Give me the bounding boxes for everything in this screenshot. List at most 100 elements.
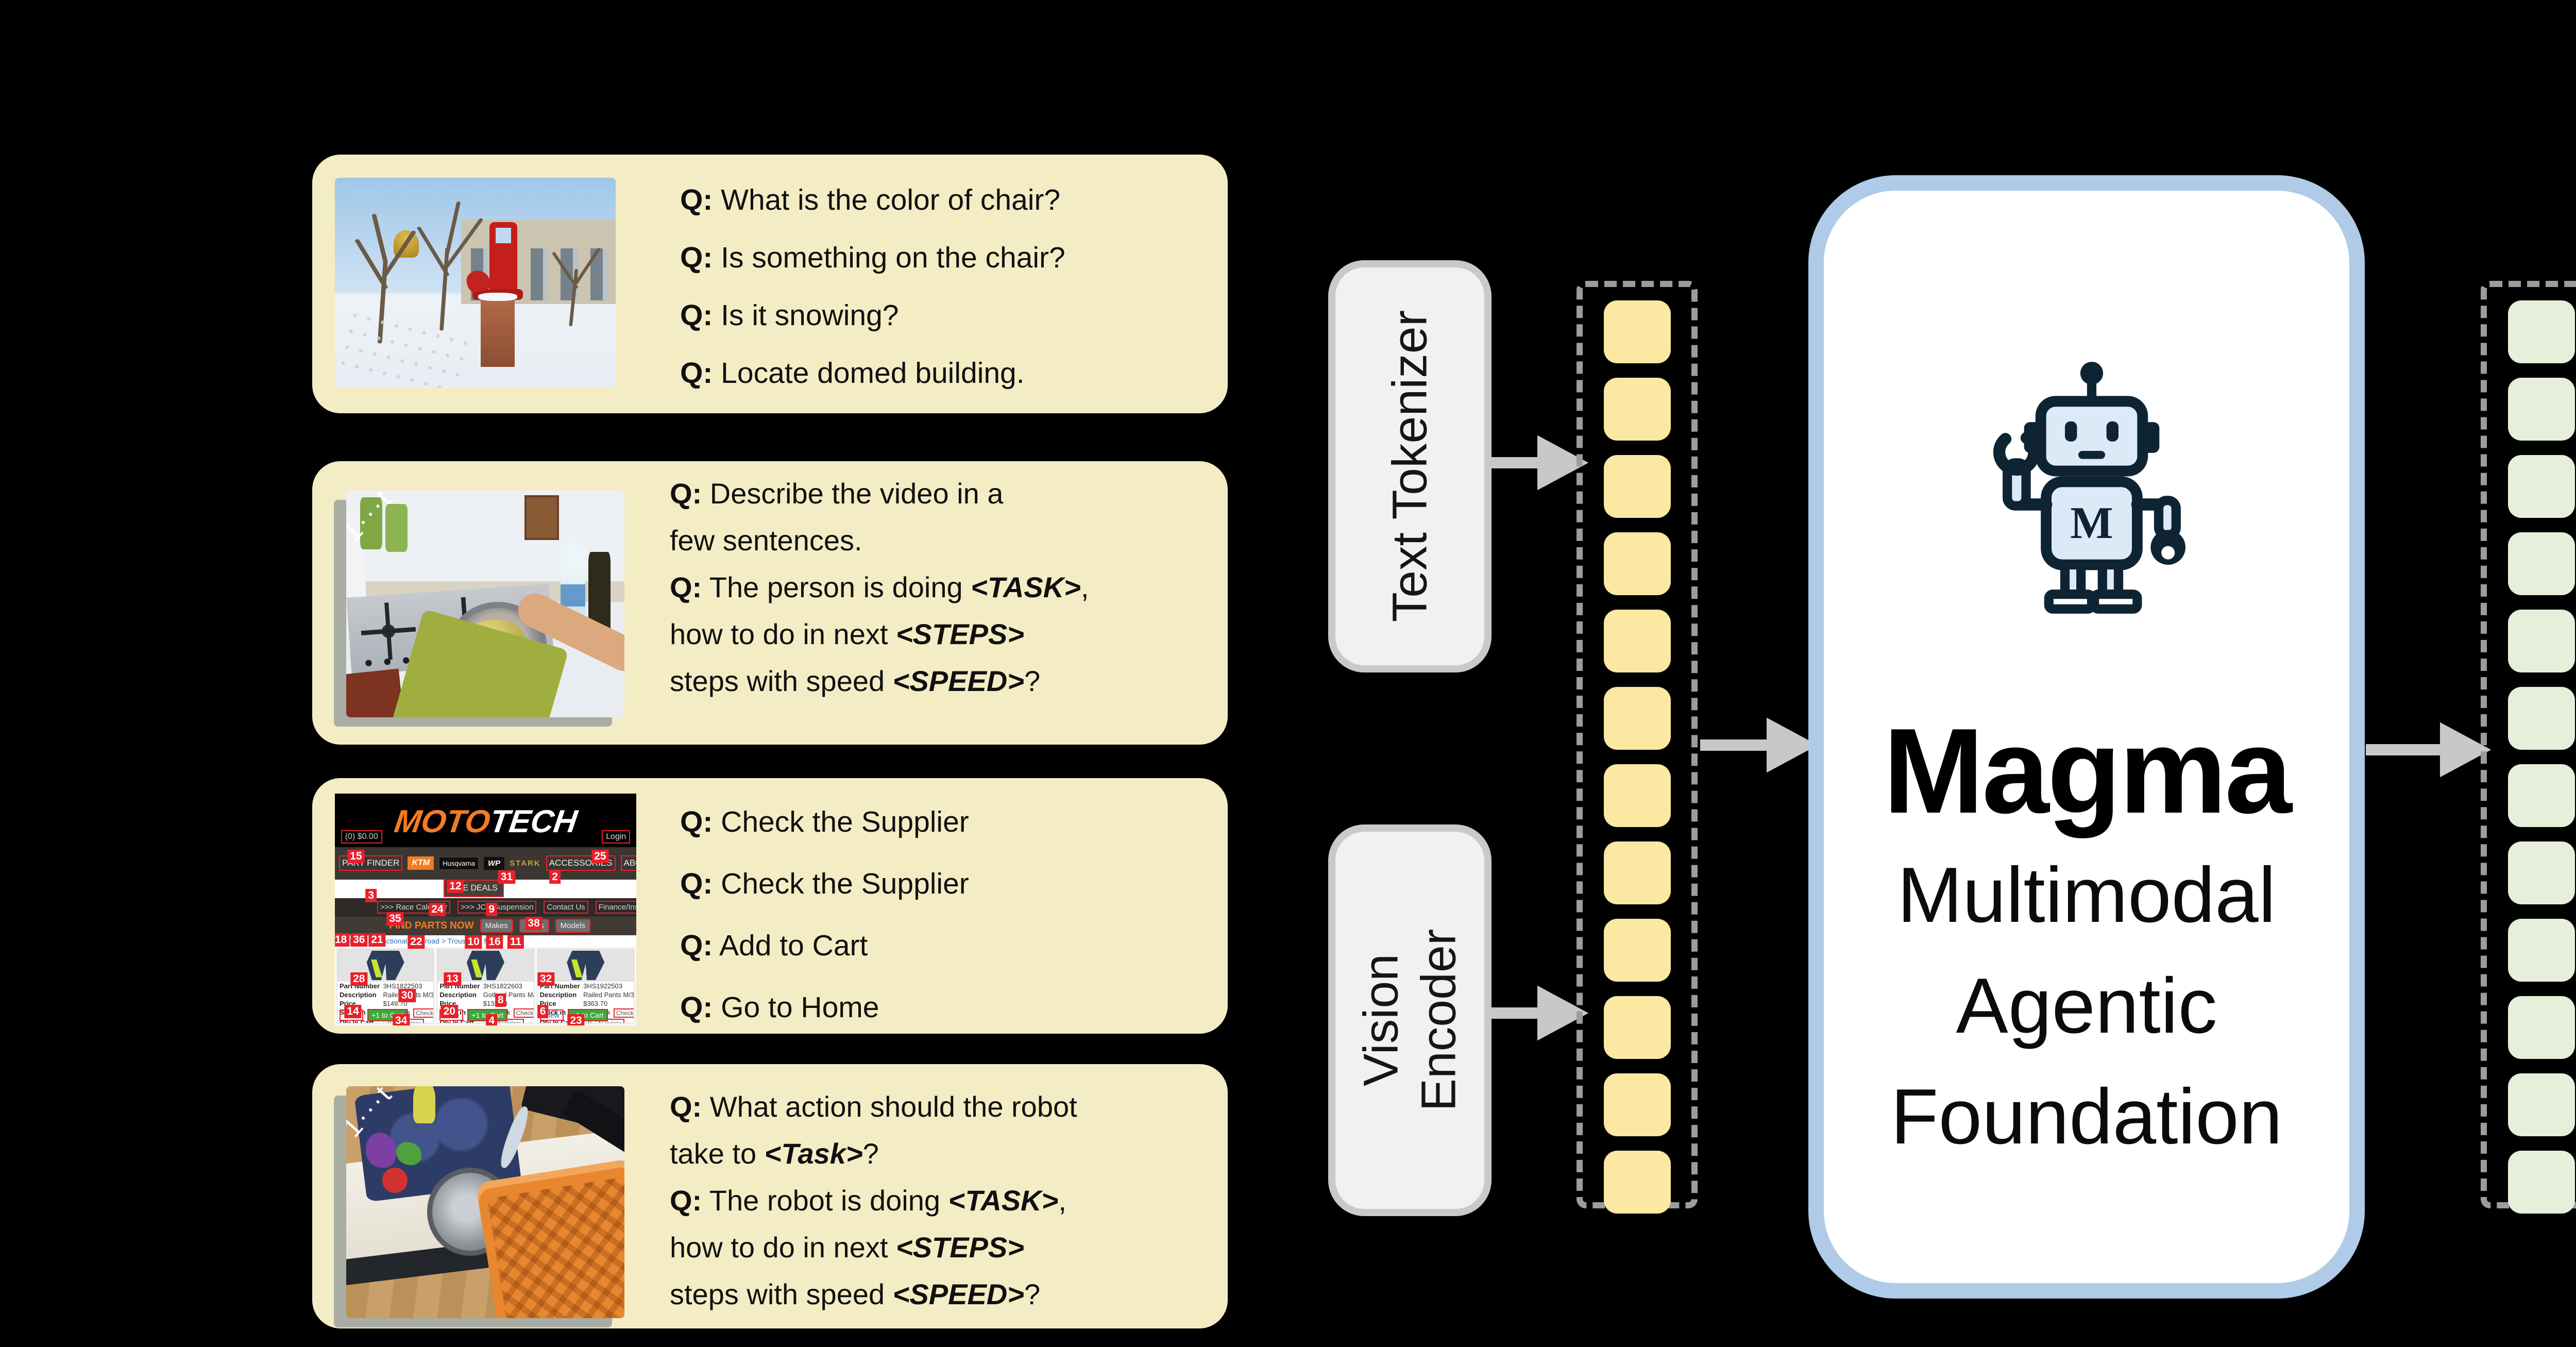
token (1603, 532, 1671, 595)
token (2507, 1151, 2575, 1214)
add-to-cart-button: +1 to Cart (567, 1009, 608, 1021)
token (1603, 996, 1671, 1059)
view-button: View (539, 1009, 564, 1021)
mototech-website-screenshot: MOTOTECH (0) $0.00 Login PART FINDER KTM… (335, 794, 636, 1025)
vision-encoder-box (1328, 824, 1492, 1216)
token (2507, 919, 2575, 982)
logo-moto: MOTO (392, 803, 493, 839)
nav-husqvarna-badge: Husqvarna (439, 856, 479, 870)
check-supplier-button: Check our Supplier (613, 1008, 634, 1018)
text-tokenizer-box (1328, 260, 1492, 672)
token (2507, 764, 2575, 827)
view-button: View (439, 1009, 464, 1021)
token (2507, 610, 2575, 672)
ui-qa-questions: Q: Check the Supplier Q: Check the Suppl… (680, 805, 969, 1024)
find-parts-now-label: FIND PARTS NOW (389, 920, 474, 931)
price-value: $133.90 (483, 999, 507, 1007)
add-to-cart-button: +1 to Cart (367, 1009, 408, 1021)
part-number-label: Part Number (340, 982, 380, 990)
image-qa-questions: Q: What is the color of chair? Q: Is som… (680, 183, 1065, 390)
token (2507, 1073, 2575, 1136)
output-token-column (2481, 281, 2576, 1214)
part-number-value: 3HS1822503 (383, 982, 422, 990)
bike-deals-menu: BIKE DEALS (443, 879, 504, 897)
toy-bottle (413, 1086, 435, 1123)
price-label: Price (539, 999, 556, 1007)
burner-grate (359, 600, 418, 662)
description-label: Description (340, 990, 377, 999)
description-value: Gotland Pants M/32 (483, 990, 534, 999)
green-canister (385, 504, 408, 552)
nav-stark: STARK (510, 858, 541, 868)
makes-dropdown: Makes (480, 919, 513, 933)
view-button: View (340, 1009, 364, 1021)
robot-qa-questions: Q: What action should the robot take to … (670, 1090, 1077, 1310)
part-number-label: Part Number (539, 982, 580, 990)
robot-manipulation-frame: 101572849 1···t (346, 1086, 624, 1318)
token (2507, 532, 2575, 595)
magma-core-box (1808, 175, 2365, 1299)
subnav-jcp-suspension: >>> JCP Suspension (457, 901, 537, 914)
toy-vegetable (396, 1142, 421, 1165)
secondary-nav: >>> Race Calendar >>> JCP Suspension Con… (335, 898, 636, 917)
nav-wp-badge: WP (484, 856, 505, 870)
product-image (437, 949, 534, 982)
check-supplier-button: Check our Supplier (513, 1008, 534, 1018)
subnav-finance: Finance/Insurance (595, 901, 636, 914)
token (1603, 1073, 1671, 1136)
find-parts-bar: FIND PARTS NOW Makes Years Models (335, 916, 636, 935)
wall-art (524, 495, 559, 540)
cart-summary: (0) $0.00 (341, 830, 382, 844)
kitchen-video-frame: 13681410341511112 1···t (346, 491, 624, 717)
token (1603, 300, 1671, 363)
orange-basket (476, 1158, 624, 1318)
input-token-column (1577, 281, 1698, 1214)
main-nav: PART FINDER KTM Husqvarna WP STARK ACCES… (335, 847, 636, 880)
token (1603, 1151, 1671, 1214)
bare-trees (355, 201, 601, 344)
mototech-logo: MOTOTECH (392, 803, 580, 840)
svg-text:M: M (2070, 498, 2113, 548)
token (2507, 378, 2575, 441)
price-label: Price (340, 999, 356, 1007)
token (1603, 455, 1671, 518)
site-header: MOTOTECH (0) $0.00 Login (335, 794, 636, 847)
login-link: Login (602, 830, 631, 844)
token (2507, 687, 2575, 750)
stone-pedestal (478, 293, 518, 367)
token (2507, 300, 2575, 363)
motocross-pants (466, 950, 505, 981)
red-chair-back (489, 222, 518, 298)
price-value: $363.70 (583, 999, 608, 1007)
text-tokenizer-label: Text Tokenizer (1382, 310, 1437, 622)
add-to-cart-button: +1 to Cart (467, 1009, 508, 1021)
check-supplier-button: Check our Supplier (413, 1008, 434, 1018)
kitchen-video-mount: 13681410341511112 1···t (333, 491, 624, 727)
nav-ktm-badge: KTM (408, 856, 434, 870)
part-number-value: 3HS1922503 (583, 982, 623, 990)
magma-subtitle: Multimodal Agentic Foundation (1890, 851, 2283, 1160)
token (1603, 610, 1671, 672)
snow-image-mount (335, 178, 616, 388)
years-dropdown: Years (519, 919, 549, 933)
motocross-pants (567, 950, 605, 981)
token (1603, 378, 1671, 441)
token (2507, 841, 2575, 904)
robot-video-mount: 101572849 1···t (333, 1086, 624, 1327)
green-canister (360, 497, 383, 550)
video-qa-questions: Q: Describe the video in a few sentences… (670, 477, 1089, 697)
mototech-screenshot-mount: MOTOTECH (0) $0.00 Login PART FINDER KTM… (335, 794, 636, 1025)
toy-eggplant (365, 1133, 397, 1168)
token (2507, 455, 2575, 518)
product-image (337, 949, 434, 982)
subnav-contact-us: Contact Us (544, 901, 588, 914)
motocross-pants (366, 950, 404, 981)
price-value: $149.70 (383, 999, 408, 1007)
nav-part-finder: PART FINDER (339, 855, 403, 871)
part-number-label: Part Number (439, 982, 480, 990)
